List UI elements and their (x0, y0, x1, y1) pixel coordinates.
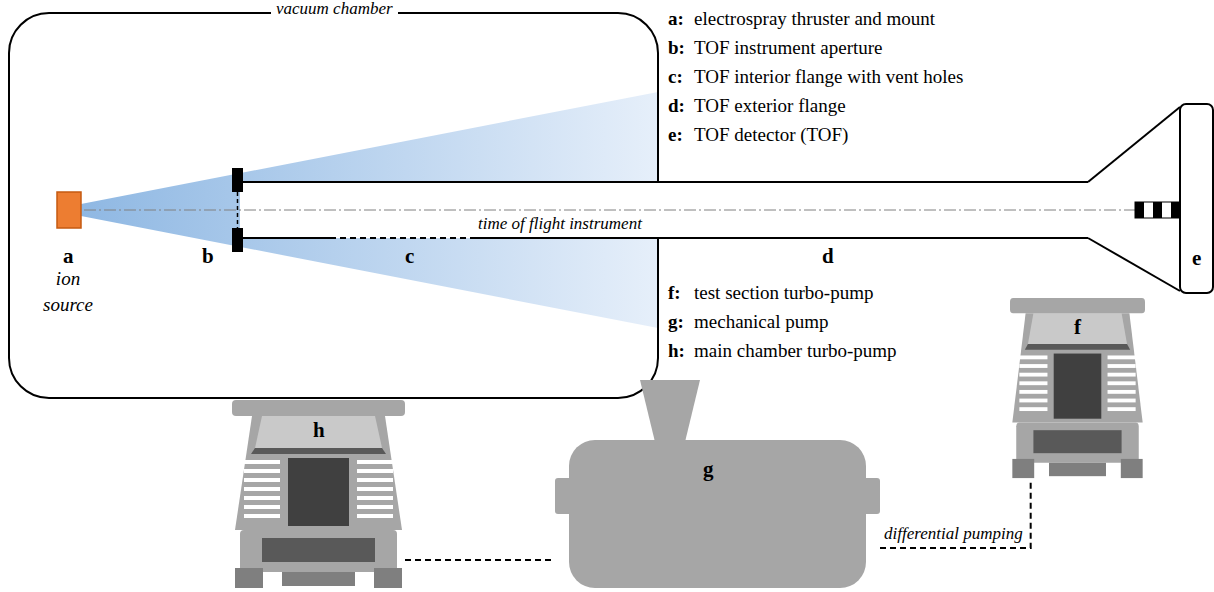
vacuum-chamber-shape (8, 0, 660, 400)
key-text: mechanical pump (694, 311, 829, 333)
aperture (232, 168, 243, 252)
chamber-title: vacuum chamber (271, 0, 398, 17)
key-letter: h: (668, 340, 685, 362)
tof-tube-wall (240, 237, 330, 239)
key-letter: c: (668, 66, 683, 88)
electrospray-thruster (57, 192, 81, 228)
pump-body (1010, 298, 1145, 478)
beam-axis (84, 210, 1135, 211)
key-letter: d: (668, 95, 685, 117)
detector-plate (1180, 104, 1213, 293)
key-letter: f: (668, 282, 681, 304)
vacuum-chamber: vacuum chamber (8, 0, 660, 400)
chamber-outline (9, 13, 658, 398)
mechanical-pump-shape (555, 380, 880, 590)
callout-letter: e (1192, 246, 1201, 270)
key-text: main chamber turbo-pump (694, 340, 897, 362)
mechanical-pump: g (555, 380, 880, 590)
key-letter: e: (668, 124, 683, 146)
key-letter: g: (668, 311, 684, 333)
callout-letter: d (822, 244, 834, 268)
pump-body (232, 400, 405, 588)
callout-letter: b (202, 244, 214, 268)
pump-body (555, 380, 880, 588)
turbo-pump: f (1010, 298, 1145, 480)
key-letter: b: (668, 37, 685, 59)
source-label: ion source (37, 266, 99, 318)
tof-detector (1135, 202, 1180, 218)
tof-flare-wall (1088, 107, 1180, 182)
tof-tube-wall (240, 181, 1088, 183)
key-letter: a: (668, 8, 684, 30)
key-text: TOF interior flange with vent holes (694, 66, 963, 88)
callout-letter: c (405, 244, 414, 268)
instrument-label: time of flight instrument (475, 214, 645, 234)
tof-flare-wall (1088, 238, 1180, 291)
vent-flange (330, 237, 470, 239)
pumping-line (405, 559, 555, 561)
pump-letter: h (313, 419, 325, 441)
tof-tube-wall (470, 237, 1088, 239)
key-text: TOF exterior flange (694, 95, 846, 117)
pumping-line (880, 480, 1031, 548)
pump-letter: f (1074, 316, 1081, 338)
key-text: TOF detector (TOF) (694, 124, 848, 146)
pump-letter: g (703, 458, 714, 480)
key-text: test section turbo-pump (694, 282, 873, 304)
connector-label: differential pumping (884, 524, 1023, 544)
callout-letter: a (63, 244, 74, 268)
key-text: TOF instrument aperture (694, 37, 883, 59)
key-text: electrospray thruster and mount (694, 8, 935, 30)
tof-flare-interior (1088, 107, 1180, 291)
turbo-pump: h (232, 400, 405, 590)
